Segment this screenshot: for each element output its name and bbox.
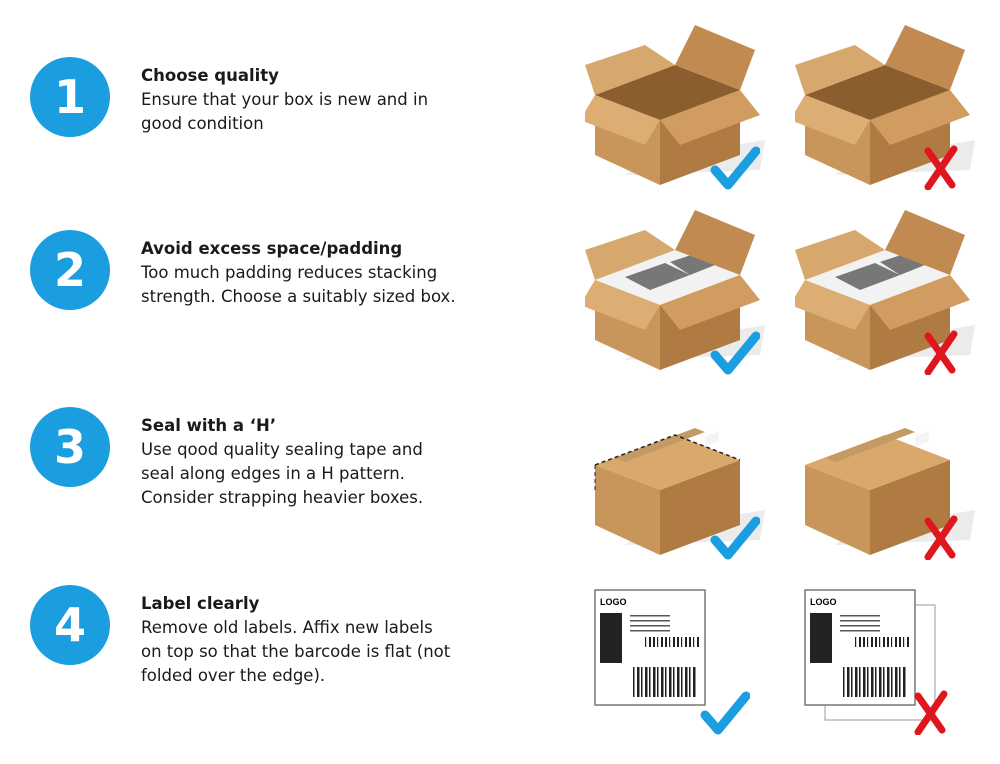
step-body-line: folded over the edge).	[141, 666, 326, 685]
step-title: Seal with a ‘H’	[141, 416, 277, 435]
step-body-line: strength. Choose a suitably sized box.	[141, 287, 456, 306]
step-number-circle: 3	[30, 407, 110, 487]
step-body-line: Consider strapping heavier boxes.	[141, 488, 424, 507]
incorrect-example-4: LOGO	[795, 585, 960, 735]
step-body-line: on top so that the barcode is flat (not	[141, 642, 451, 661]
step-text: Seal with a ‘H’ Use qood quality sealing …	[141, 414, 501, 510]
correct-example-4: LOGO	[585, 585, 750, 735]
step-number-circle: 2	[30, 230, 110, 310]
check-icon	[710, 331, 760, 375]
step-title: Label clearly	[141, 594, 260, 613]
svg-text:LOGO: LOGO	[600, 597, 627, 607]
step-body-line: Ensure that your box is new and in	[141, 90, 429, 109]
step-body-line: Remove old labels. Affix new labels	[141, 618, 433, 637]
step-number-circle: 1	[30, 57, 110, 137]
incorrect-example-3	[795, 390, 975, 560]
box-right-face	[870, 460, 950, 555]
cross-icon	[924, 515, 958, 560]
check-icon	[700, 691, 750, 735]
box-top-face	[595, 435, 740, 490]
box-right-face	[660, 460, 740, 555]
step-title: Avoid excess space/padding	[141, 239, 403, 258]
step-body-line: good condition	[141, 114, 264, 133]
box-left-face	[595, 465, 660, 555]
check-icon	[710, 146, 760, 190]
correct-example-3	[585, 390, 765, 560]
step-body-line: Too much padding reduces stacking	[141, 263, 438, 282]
correct-example-2	[580, 205, 765, 375]
step-title: Choose quality	[141, 66, 279, 85]
incorrect-example-1	[790, 20, 975, 190]
box-top-face	[805, 435, 950, 490]
incorrect-example-2	[790, 205, 975, 375]
step-body-line: seal along edges in a H pattern.	[141, 464, 405, 483]
cross-icon	[914, 690, 948, 735]
svg-text:LOGO: LOGO	[810, 597, 837, 607]
box-left-face	[805, 465, 870, 555]
cross-icon	[924, 330, 958, 375]
step-body-line: Use qood quality sealing tape and	[141, 440, 423, 459]
step-number-circle: 4	[30, 585, 110, 665]
correct-example-1	[580, 20, 765, 190]
cross-icon	[924, 145, 958, 190]
check-icon	[710, 516, 760, 560]
